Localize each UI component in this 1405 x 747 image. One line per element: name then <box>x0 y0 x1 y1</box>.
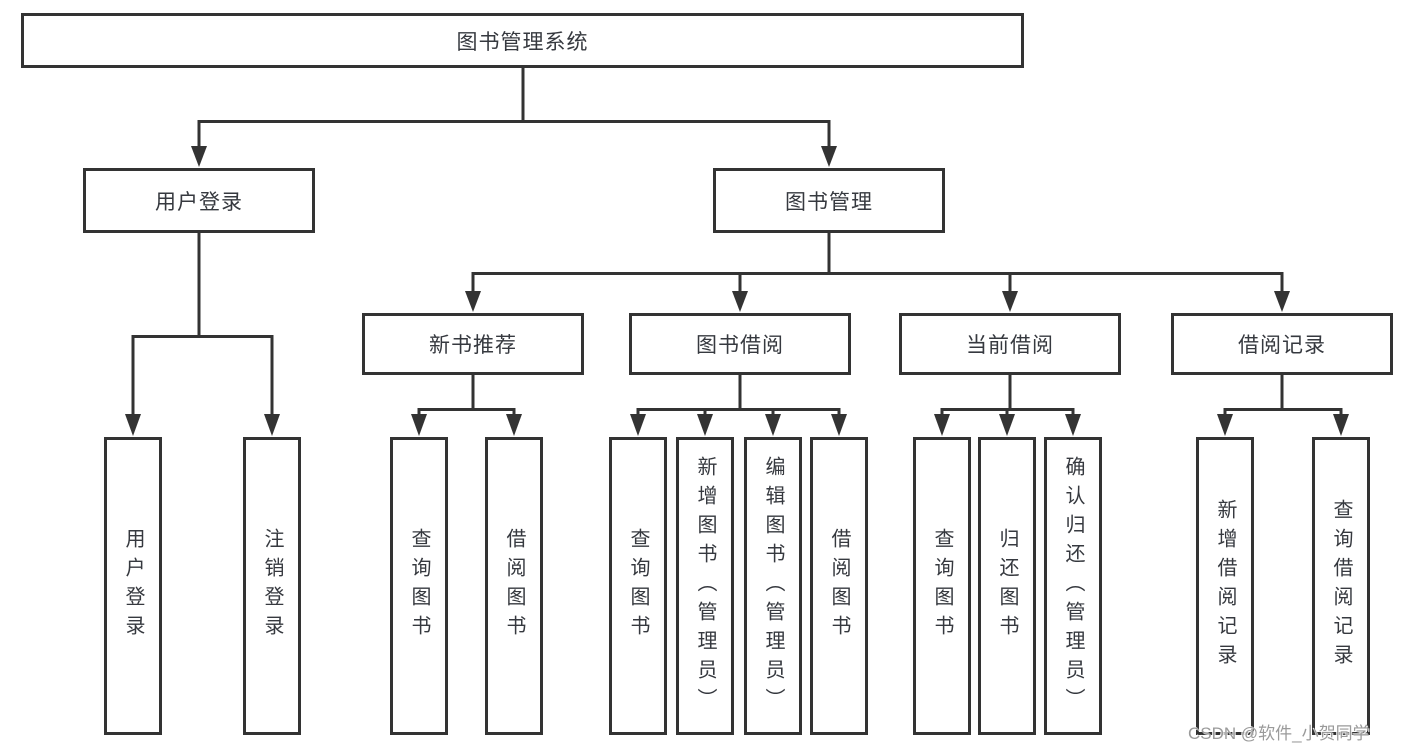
node-label: 图书借阅 <box>696 334 784 357</box>
leaf-label: 编辑图书（管理员） <box>762 455 784 717</box>
leaf-query-books-recommend: 查询图书 <box>390 437 448 735</box>
leaf-label: 归还图书 <box>996 528 1018 644</box>
node-book-borrowing: 图书借阅 <box>629 313 851 375</box>
leaf-label: 借阅图书 <box>828 528 850 644</box>
node-user-login: 用户登录 <box>83 168 315 233</box>
node-label: 当前借阅 <box>966 334 1054 357</box>
node-label: 新书推荐 <box>429 334 517 357</box>
node-label: 图书管理 <box>785 190 873 214</box>
leaf-add-borrow-record: 新增借阅记录 <box>1196 437 1254 735</box>
node-current-borrowing: 当前借阅 <box>899 313 1121 375</box>
leaf-label: 用户登录 <box>122 528 144 644</box>
leaf-label: 新增图书（管理员） <box>694 455 716 717</box>
node-label: 图书管理系统 <box>456 30 589 54</box>
leaf-label: 确认归还（管理员） <box>1062 455 1084 717</box>
node-label: 用户登录 <box>155 190 243 214</box>
leaf-query-books-borrow: 查询图书 <box>609 437 667 735</box>
node-borrowing-records: 借阅记录 <box>1171 313 1393 375</box>
node-label: 借阅记录 <box>1238 334 1326 357</box>
leaf-edit-books-admin: 编辑图书（管理员） <box>744 437 802 735</box>
node-library-management-system: 图书管理系统 <box>21 13 1024 68</box>
leaf-label: 新增借阅记录 <box>1214 499 1236 673</box>
leaf-label: 查询图书 <box>931 528 953 644</box>
leaf-confirm-return-admin: 确认归还（管理员） <box>1044 437 1102 735</box>
leaf-borrow-books: 借阅图书 <box>810 437 868 735</box>
node-book-management: 图书管理 <box>713 168 945 233</box>
leaf-label: 注销登录 <box>261 528 283 644</box>
leaf-query-books-current: 查询图书 <box>913 437 971 735</box>
leaf-logout: 注销登录 <box>243 437 301 735</box>
leaf-query-borrow-record: 查询借阅记录 <box>1312 437 1370 735</box>
csdn-watermark: CSDN @软件_小贺同学 <box>1188 724 1370 743</box>
node-new-book-recommendation: 新书推荐 <box>362 313 584 375</box>
leaf-label: 查询图书 <box>408 528 430 644</box>
leaf-label: 查询图书 <box>627 528 649 644</box>
leaf-borrow-books-recommend: 借阅图书 <box>485 437 543 735</box>
leaf-return-books: 归还图书 <box>978 437 1036 735</box>
leaf-label: 借阅图书 <box>503 528 525 644</box>
leaf-add-books-admin: 新增图书（管理员） <box>676 437 734 735</box>
leaf-user-login: 用户登录 <box>104 437 162 735</box>
leaf-label: 查询借阅记录 <box>1330 499 1352 673</box>
